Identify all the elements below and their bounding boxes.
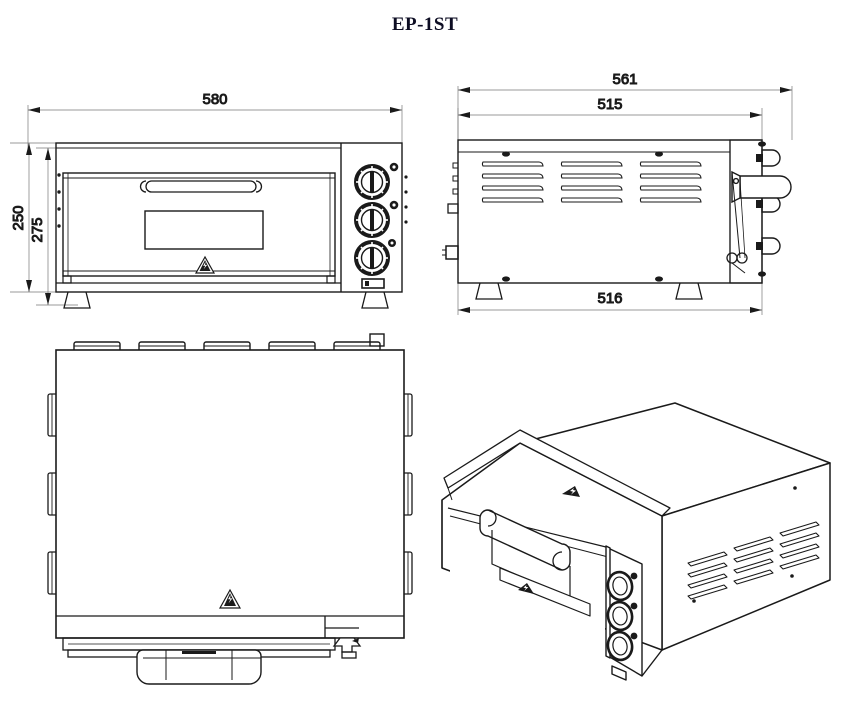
dimension-250: 250 [10, 142, 62, 293]
rocker-switch[interactable] [361, 278, 385, 289]
indicator-lamp [388, 239, 396, 247]
rear-connector [332, 637, 362, 659]
foot [361, 291, 389, 309]
ventilation-louvers [481, 161, 702, 203]
indicator-lamp [389, 200, 399, 210]
knob[interactable] [605, 630, 638, 662]
warning-triangle-icon [194, 255, 216, 274]
louver-group [481, 161, 544, 203]
rocker-switch[interactable] [611, 665, 627, 681]
base-plinth [56, 275, 341, 284]
isometric-view [430, 402, 850, 708]
dimension-label: 561 [612, 71, 637, 88]
knob[interactable] [354, 202, 390, 238]
left-side-tabs [47, 393, 56, 595]
dimension-515: 515 [457, 96, 763, 140]
foot [63, 291, 91, 309]
dimension-label: 275 [29, 217, 46, 242]
warning-triangle-icon [562, 486, 580, 497]
warning-triangle-icon [218, 588, 242, 609]
knob[interactable] [605, 600, 638, 632]
knob[interactable] [354, 164, 390, 200]
oven-base [441, 500, 663, 677]
foot [475, 282, 503, 300]
right-side-tabs [404, 393, 413, 595]
hinge-detail [726, 252, 748, 274]
louver-group [779, 521, 820, 570]
knob-profile [756, 141, 781, 277]
hinge-marks [57, 173, 61, 228]
knob[interactable] [605, 570, 638, 602]
panel-fasteners [404, 175, 408, 224]
ventilation-louvers [687, 486, 820, 603]
louver-group [560, 161, 623, 203]
dimension-275: 275 [29, 147, 78, 306]
body-fasteners [502, 151, 663, 282]
louver-group [639, 161, 702, 203]
indicator-lamp [389, 162, 399, 172]
dimension-label: 250 [10, 205, 27, 230]
dimension-label: 516 [597, 290, 622, 307]
power-connector [369, 333, 385, 347]
foot [675, 282, 703, 300]
knob[interactable] [354, 240, 390, 276]
door-handle[interactable] [479, 509, 571, 599]
dimension-580: 580 [27, 91, 403, 155]
dimension-516: 516 [457, 283, 763, 315]
louver-group [733, 536, 774, 585]
front-panel-band [56, 615, 404, 638]
dimension-561: 561 [457, 71, 793, 140]
door-top-lip [443, 429, 671, 517]
page-title: EP-1ST [391, 14, 459, 35]
top-view [30, 328, 430, 698]
door-handle-profile [731, 170, 792, 259]
side-view: 561 515 516 [440, 68, 840, 328]
door-handle[interactable] [136, 649, 262, 685]
rear-brackets [442, 162, 459, 260]
viewing-window [499, 567, 591, 617]
louver-group [687, 551, 728, 600]
oven-door[interactable] [62, 172, 336, 277]
door-handle[interactable] [139, 180, 263, 193]
warning-triangle-icon [518, 583, 534, 594]
control-panel [354, 162, 408, 289]
dimension-label: 515 [597, 96, 622, 113]
control-panel [605, 545, 643, 681]
front-view: 580 250 275 [0, 80, 430, 325]
top-louver-tabs [73, 341, 381, 350]
viewing-window [144, 210, 264, 250]
dimension-label: 580 [202, 91, 227, 108]
oven-body-front [55, 142, 403, 293]
